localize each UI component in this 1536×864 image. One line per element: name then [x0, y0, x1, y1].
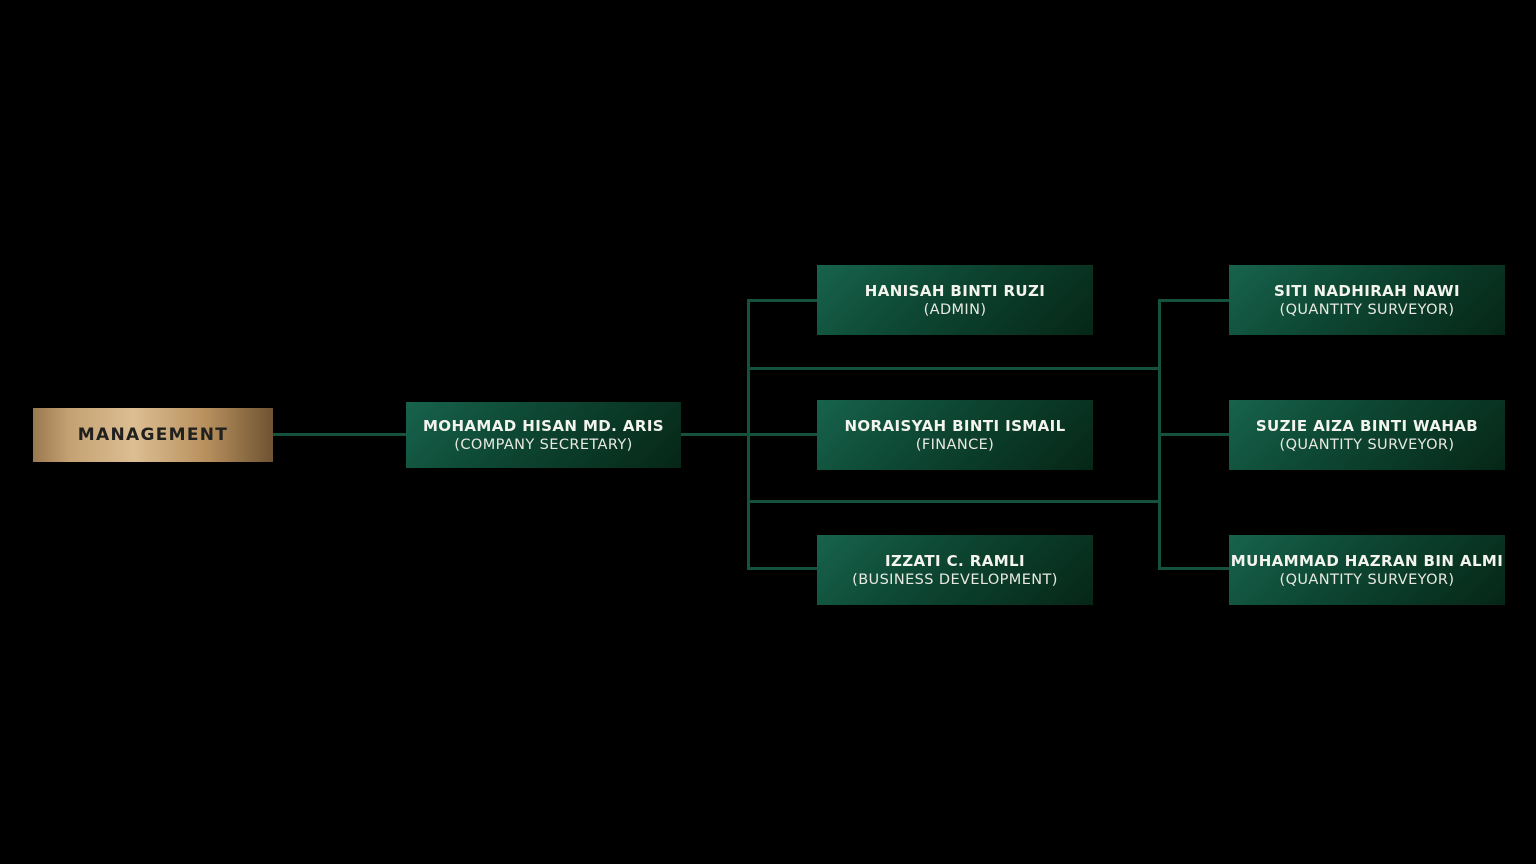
connector-spine-to-admin — [747, 299, 817, 302]
person-name: MOHAMAD HISAN MD. ARIS — [422, 416, 664, 435]
connector-management-to-secretary — [273, 433, 407, 436]
node-company-secretary: MOHAMAD HISAN MD. ARIS (COMPANY SECRETAR… — [406, 402, 681, 468]
person-role: (QUANTITY SURVEYOR) — [1279, 301, 1455, 318]
connector-left-spine — [747, 299, 750, 570]
person-name: SITI NADHIRAH NAWI — [1274, 281, 1460, 300]
person-name: NORAISYAH BINTI ISMAIL — [844, 416, 1066, 435]
connector-spine-to-suzie — [1158, 433, 1229, 436]
person-name: HANISAH BINTI RUZI — [864, 281, 1046, 300]
person-role: (QUANTITY SURVEYOR) — [1279, 571, 1455, 588]
node-business-development: IZZATI C. RAMLI (BUSINESS DEVELOPMENT) — [817, 535, 1093, 605]
person-name: SUZIE AIZA BINTI WAHAB — [1255, 416, 1479, 435]
node-quantity-surveyor-1: SITI NADHIRAH NAWI (QUANTITY SURVEYOR) — [1229, 265, 1505, 335]
person-name: MUHAMMAD HAZRAN BIN ALMI — [1230, 551, 1504, 570]
person-name: IZZATI C. RAMLI — [885, 551, 1025, 570]
connector-spine-to-muhammad — [1158, 567, 1229, 570]
connector-spine-to-siti — [1158, 299, 1229, 302]
person-role: (QUANTITY SURVEYOR) — [1279, 436, 1455, 453]
person-role: (COMPANY SECRETARY) — [454, 436, 633, 453]
node-finance: NORAISYAH BINTI ISMAIL (FINANCE) — [817, 400, 1093, 470]
node-management: MANAGEMENT — [33, 408, 273, 462]
management-label: MANAGEMENT — [77, 425, 229, 445]
connector-spine-to-business-development — [747, 567, 817, 570]
person-role: (BUSINESS DEVELOPMENT) — [852, 571, 1058, 588]
node-quantity-surveyor-2: SUZIE AIZA BINTI WAHAB (QUANTITY SURVEYO… — [1229, 400, 1505, 470]
person-role: (FINANCE) — [915, 436, 995, 453]
connector-cross-upper — [747, 367, 1161, 370]
node-quantity-surveyor-3: MUHAMMAD HAZRAN BIN ALMI (QUANTITY SURVE… — [1229, 535, 1505, 605]
connector-cross-lower — [747, 500, 1161, 503]
person-role: (ADMIN) — [923, 301, 987, 318]
node-admin: HANISAH BINTI RUZI (ADMIN) — [817, 265, 1093, 335]
